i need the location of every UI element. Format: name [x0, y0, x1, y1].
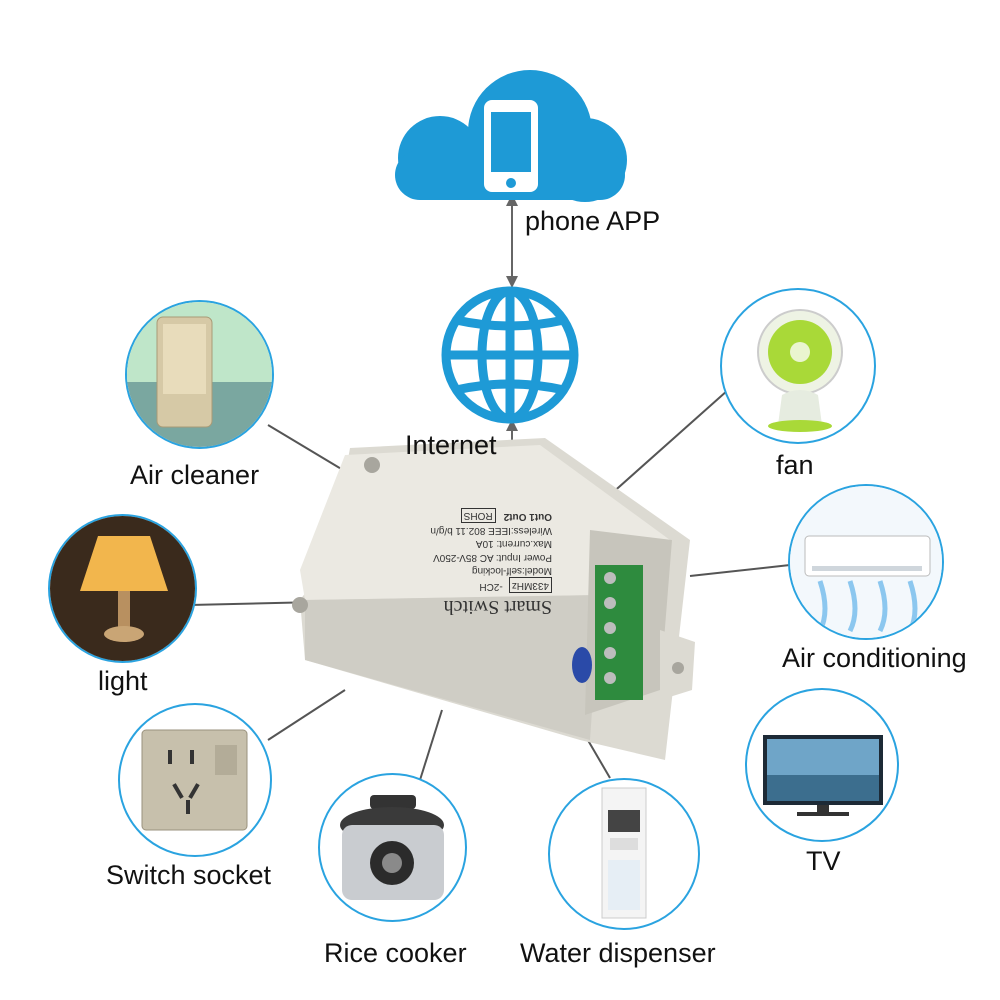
rice-cooker-icon [340, 795, 444, 900]
device-freq-tag: 433MHz [508, 577, 552, 593]
line-light [189, 601, 319, 606]
tv-icon [763, 735, 883, 816]
spec-line: Model:self-locking [471, 565, 552, 577]
air-conditioner-icon [790, 486, 942, 638]
rice-cooker-label: Rice cooker [324, 938, 467, 968]
line-water [574, 717, 611, 779]
socket-icon [141, 729, 248, 831]
tv-circle [745, 688, 899, 842]
water-dispenser-circle [548, 778, 700, 930]
line-fan [609, 389, 729, 496]
air-cleaner-circle [125, 300, 274, 449]
spec-line: Max.current: 10A [475, 538, 552, 550]
air-conditioning-label: Air conditioning [782, 643, 967, 673]
switch-socket-circle [118, 703, 272, 857]
phone-app-label: phone APP [525, 206, 661, 236]
internet-label: Internet [405, 430, 497, 460]
fan-label: fan [776, 450, 814, 480]
tv-label: TV [806, 846, 841, 876]
air-conditioning-circle [788, 484, 944, 640]
light-label: light [98, 666, 148, 696]
fan-circle [720, 288, 876, 444]
spec-line: Power Input: AC 85V-250V [433, 552, 552, 563]
line-air-cleaner [267, 424, 369, 486]
switch-socket-label: Switch socket [106, 860, 272, 890]
device-cert: ROHS [460, 508, 496, 524]
fan-icon [757, 309, 843, 432]
light-circle [48, 514, 197, 663]
device-label-panel: Smart Switch 433MHz -2CH Model:self-lock… [352, 500, 552, 620]
water-dispenser-label: Water dispenser [520, 938, 716, 968]
air-cleaner-icon [127, 302, 272, 447]
lamp-icon [50, 516, 195, 661]
device-model-code: -2CH [479, 581, 503, 592]
line-rice-cooker [419, 709, 443, 781]
air-cleaner-label: Air cleaner [130, 460, 260, 490]
device-outputs: Out1 Out2 [503, 511, 552, 523]
line-socket [267, 689, 346, 741]
water-dispenser-icon [601, 787, 647, 919]
line-ac [689, 564, 791, 577]
spec-line: Wireless:IEEE 802.11 b/g/n [430, 525, 552, 536]
rice-cooker-circle [318, 773, 467, 922]
device-title: Smart Switch [443, 596, 552, 618]
